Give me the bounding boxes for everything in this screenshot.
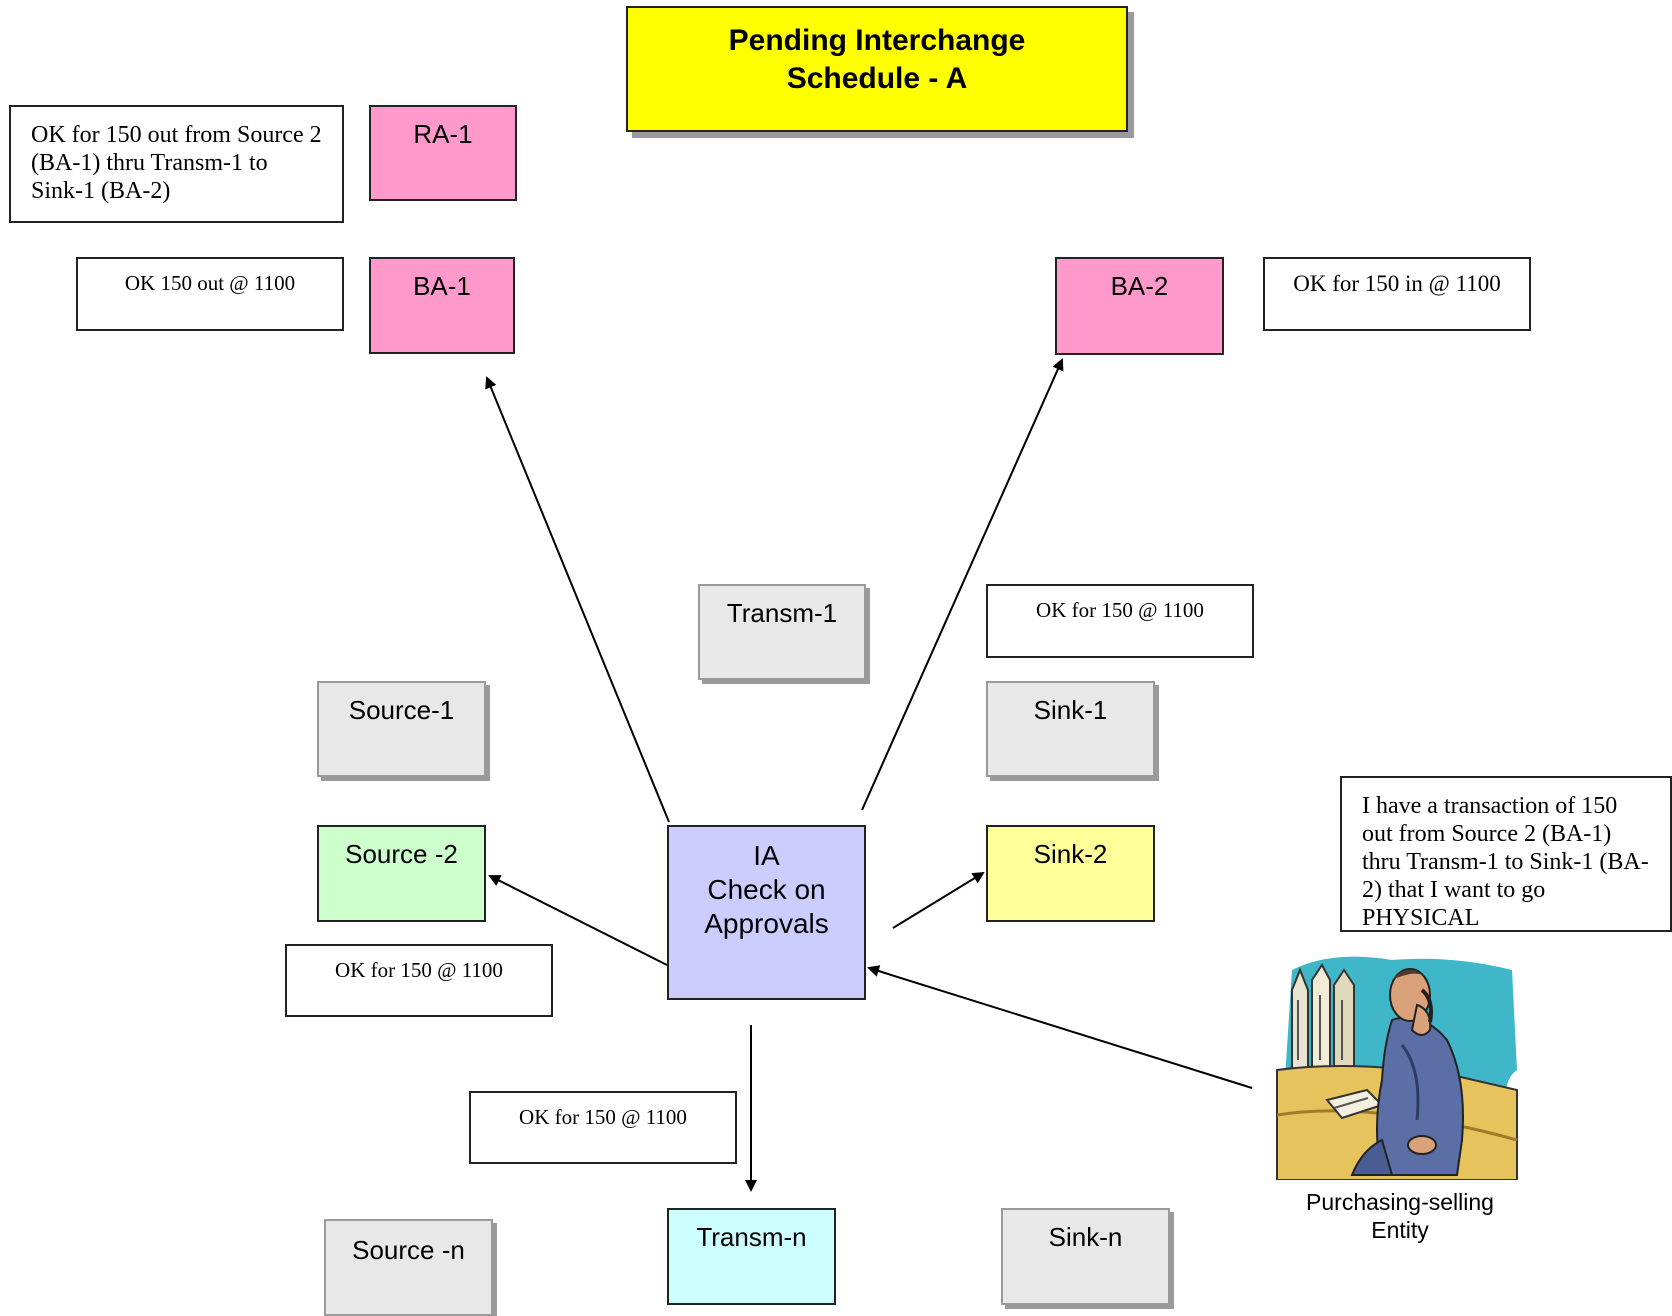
- ba2-approval-note: OK for 150 in @ 1100: [1263, 257, 1531, 331]
- entity-caption-line-2: Entity: [1371, 1217, 1429, 1243]
- source-n-node: Source -n: [324, 1219, 493, 1316]
- ia-check-approvals-node: IA Check on Approvals: [667, 825, 866, 1000]
- entity-caption-line-1: Purchasing-selling: [1306, 1189, 1494, 1215]
- ba1-node: BA-1: [369, 257, 515, 354]
- sink-n-node: Sink-n: [1001, 1208, 1170, 1305]
- ba2-node: BA-2: [1055, 257, 1224, 355]
- arrow-ia-to-ba2: [861, 358, 1064, 811]
- ra1-node: RA-1: [369, 105, 517, 201]
- source1-node: Source-1: [317, 681, 486, 777]
- sink1-node: Sink-1: [986, 681, 1155, 777]
- businessman-on-phone-icon: [1276, 956, 1518, 1180]
- source2-approval-note: OK for 150 @ 1100: [285, 944, 553, 1017]
- source2-node: Source -2: [317, 825, 486, 922]
- title-line-1: Pending Interchange: [728, 24, 1026, 57]
- ia-line-2: Check on: [707, 874, 826, 905]
- sink2-node: Sink-2: [986, 825, 1155, 922]
- entity-request-note: I have a transaction of 150 out from Sou…: [1340, 776, 1672, 932]
- ba1-approval-note: OK 150 out @ 1100: [76, 257, 344, 331]
- ia-line-1: IA: [753, 840, 780, 871]
- ra1-approval-note: OK for 150 out from Source 2 (BA-1) thru…: [9, 105, 344, 223]
- ia-line-3: Approvals: [704, 908, 829, 939]
- arrow-ia-to-sink2: [892, 871, 985, 929]
- transm-n-node: Transm-n: [667, 1208, 836, 1305]
- arrow-ia-to-ba1: [485, 376, 670, 823]
- title-line-2: Schedule - A: [786, 62, 968, 95]
- arrow-entity-to-ia: [867, 965, 1253, 1089]
- transm-n-approval-note: OK for 150 @ 1100: [469, 1091, 737, 1164]
- transm1-node: Transm-1: [698, 584, 866, 680]
- sink1-approval-note: OK for 150 @ 1100: [986, 584, 1254, 658]
- diagram-title: Pending Interchange Schedule - A: [626, 6, 1128, 132]
- arrow-ia-to-source2: [488, 875, 668, 966]
- entity-caption: Purchasing-selling Entity: [1268, 1188, 1532, 1244]
